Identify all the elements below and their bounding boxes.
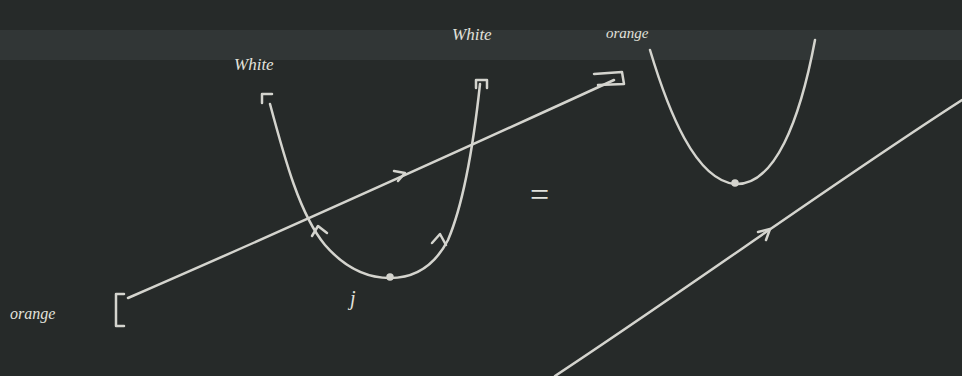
propagator-curve bbox=[650, 40, 815, 184]
arrowhead bbox=[758, 229, 770, 240]
arrowhead bbox=[394, 171, 405, 181]
color-label: orange bbox=[10, 306, 55, 322]
arrowhead bbox=[312, 226, 327, 236]
color-label: White bbox=[234, 56, 274, 73]
oriented-line bbox=[128, 80, 614, 298]
vertex-dot bbox=[733, 181, 738, 186]
bracket bbox=[262, 94, 272, 103]
color-label: orange bbox=[606, 26, 649, 41]
bracket bbox=[116, 294, 124, 326]
equals-sign: = bbox=[530, 178, 549, 212]
arrowhead bbox=[432, 234, 446, 245]
bracket bbox=[594, 72, 624, 85]
bracket bbox=[476, 80, 487, 88]
vertex-dot bbox=[388, 275, 393, 280]
propagator-curve bbox=[270, 84, 480, 278]
index-label: j bbox=[350, 288, 356, 308]
oriented-line bbox=[555, 100, 962, 376]
color-label: White bbox=[452, 26, 492, 43]
